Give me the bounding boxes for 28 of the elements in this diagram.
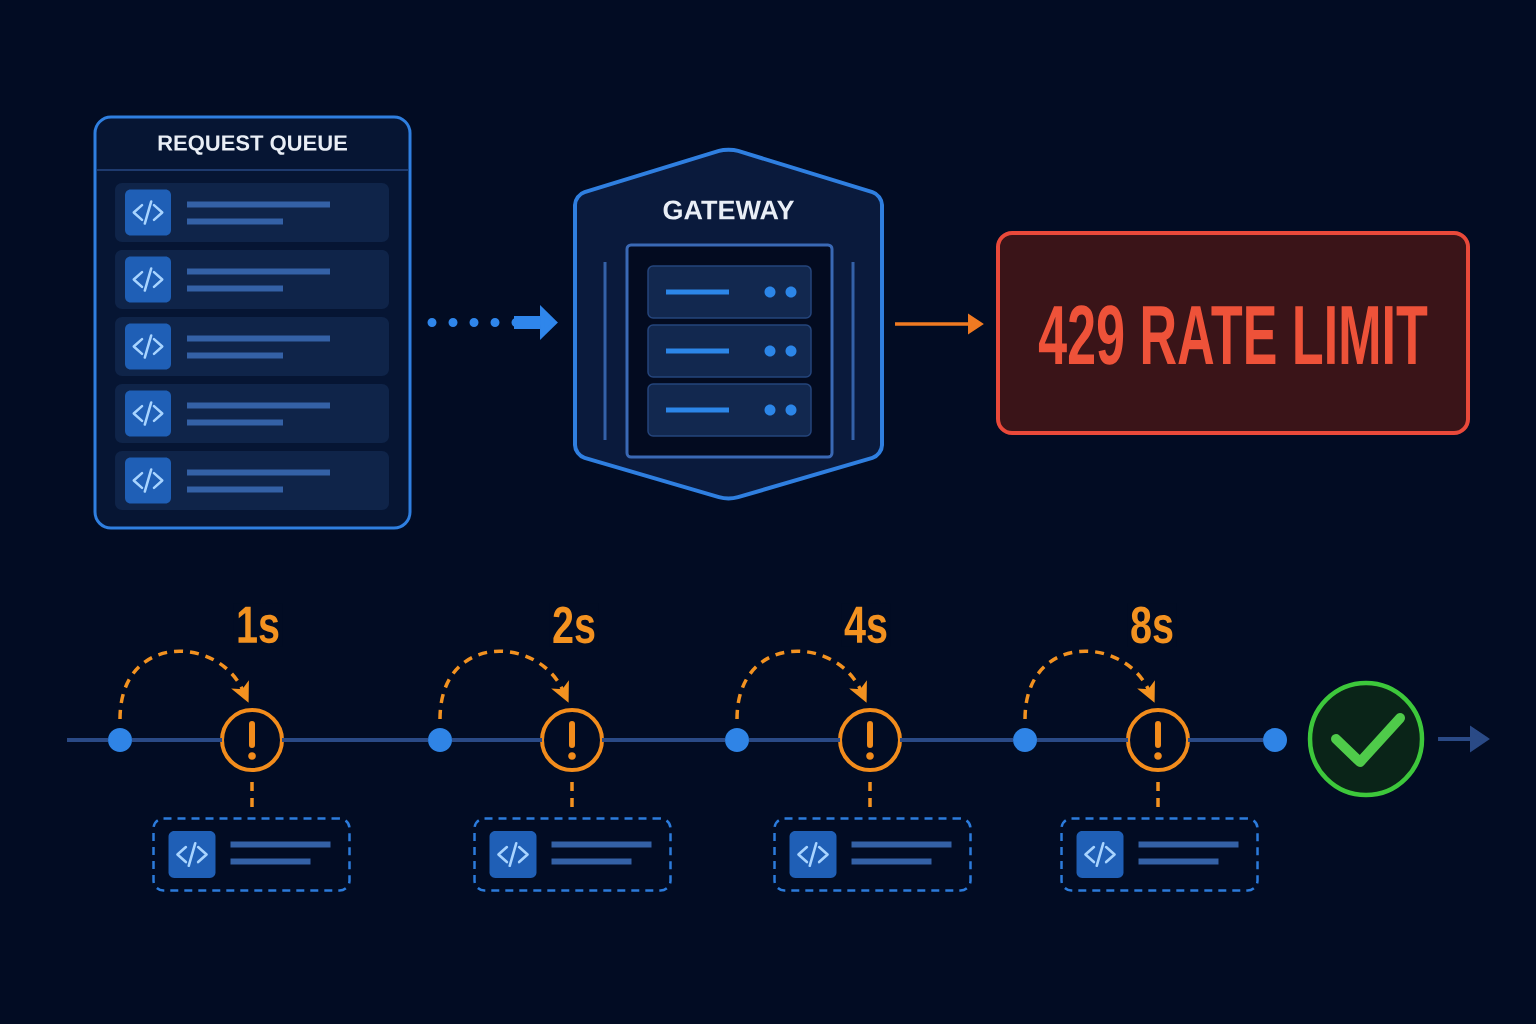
curved-arrow (118, 649, 249, 720)
timeline-line (1037, 738, 1128, 742)
timeline-line (452, 738, 542, 742)
timeline-line (282, 738, 428, 742)
edge-label: 2s (549, 603, 599, 647)
warning-icon (1126, 708, 1190, 772)
check-icon (1307, 680, 1425, 798)
warning-icon (838, 708, 902, 772)
edge-label: 4s (841, 603, 891, 647)
timeline-line (900, 738, 1013, 742)
warning-icon (540, 708, 604, 772)
curved-arrow (1023, 649, 1155, 720)
timeline-dot (108, 728, 132, 752)
timeline-line (67, 738, 108, 742)
timeline-dot (1013, 728, 1037, 752)
timeline-line (132, 738, 222, 742)
timeline-line (602, 738, 725, 742)
curved-arrow (438, 649, 569, 720)
timeline-line (1188, 738, 1263, 742)
timeline-dot (428, 728, 452, 752)
error-banner: 429 RATE LIMIT (996, 231, 1470, 435)
timeline-line (749, 738, 840, 742)
curved-arrow (735, 649, 867, 720)
timeline-dot (1263, 728, 1287, 752)
warning-icon (220, 708, 284, 772)
edge-label: 8s (1127, 603, 1177, 647)
timeline-dot (725, 728, 749, 752)
edge-label: 1s (233, 603, 283, 647)
